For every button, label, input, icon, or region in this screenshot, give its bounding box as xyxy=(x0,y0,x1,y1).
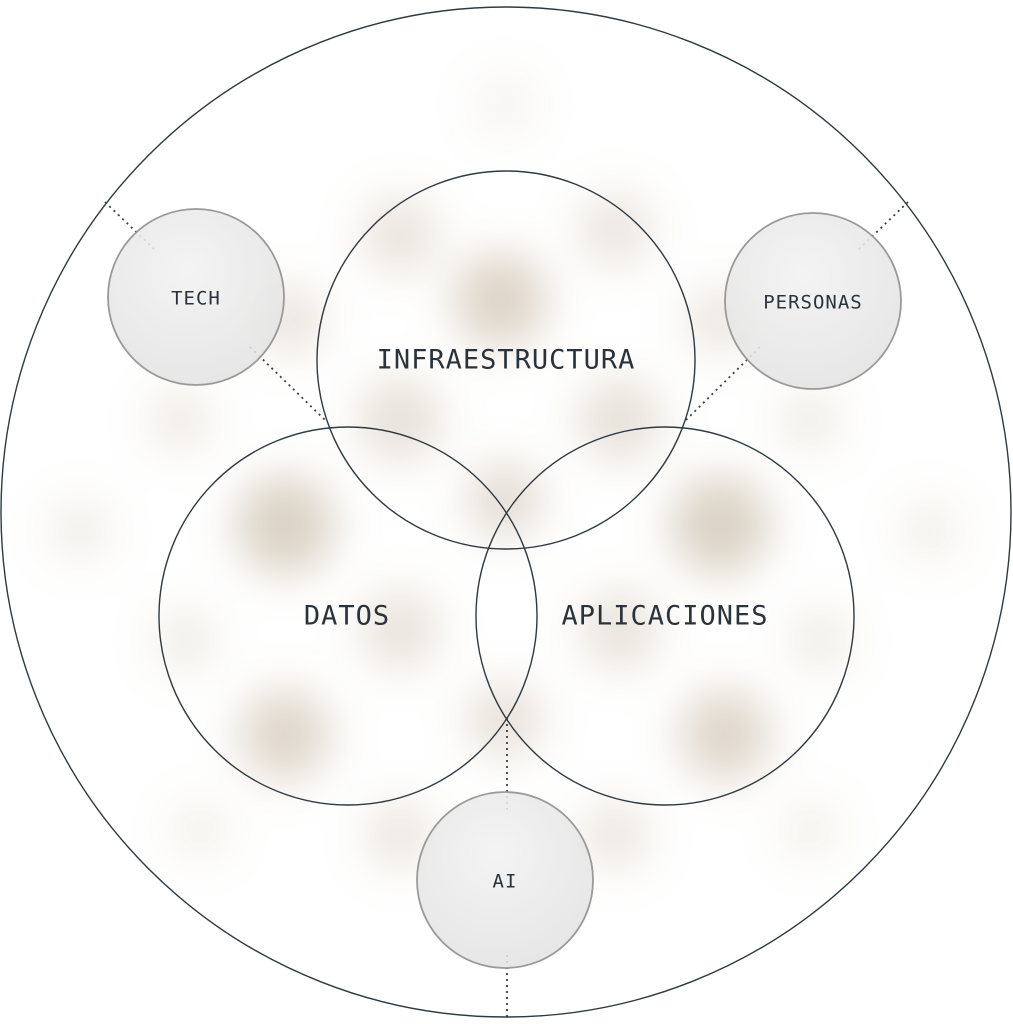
blur-spot xyxy=(50,500,110,560)
blur-spot xyxy=(900,500,960,560)
tech-node xyxy=(107,208,285,386)
blur-spot xyxy=(670,475,770,575)
blur-spot xyxy=(578,378,662,462)
infraestructura-label: INFRAESTRUCTURA xyxy=(377,345,636,376)
blur-spot xyxy=(239,689,331,781)
blur-spot xyxy=(679,689,771,781)
aplicaciones-label: APLICACIONES xyxy=(561,601,768,632)
infraestructura-circle xyxy=(316,170,696,550)
blur-spot xyxy=(362,197,438,273)
ai-node xyxy=(416,791,594,969)
outer-circle xyxy=(0,6,1012,1018)
blur-spot xyxy=(360,590,440,670)
blur-spot xyxy=(155,610,215,670)
datos-circle xyxy=(158,426,538,806)
blur-spot xyxy=(172,802,228,858)
blur-spot xyxy=(580,590,660,670)
background-blur-spots xyxy=(50,75,960,869)
blur-spot xyxy=(577,192,653,268)
blur-spot xyxy=(782,802,838,858)
satellite-nodes xyxy=(107,208,902,969)
ai-label: AI xyxy=(493,871,518,893)
blur-spot xyxy=(467,462,543,538)
tech-label: TECH xyxy=(171,288,221,310)
blur-spot xyxy=(150,390,210,450)
diagram-labels: INFRAESTRUCTURA DATOS APLICACIONES TECH … xyxy=(171,288,863,893)
aplicaciones-circle xyxy=(475,426,855,806)
blur-spot xyxy=(581,801,649,869)
blur-spot xyxy=(475,75,535,135)
blur-spot xyxy=(780,390,840,450)
datos-label: DATOS xyxy=(304,601,390,632)
blur-spot xyxy=(452,252,548,348)
blur-spot xyxy=(790,610,850,670)
personas-label: PERSONAS xyxy=(763,292,863,314)
blur-spot xyxy=(358,378,442,462)
blur-spot xyxy=(235,475,335,575)
blur-spot xyxy=(467,682,543,758)
personas-node xyxy=(724,212,902,390)
venn-circles xyxy=(158,170,855,806)
tech-inner-connector xyxy=(249,346,326,421)
blur-spot xyxy=(366,801,434,869)
